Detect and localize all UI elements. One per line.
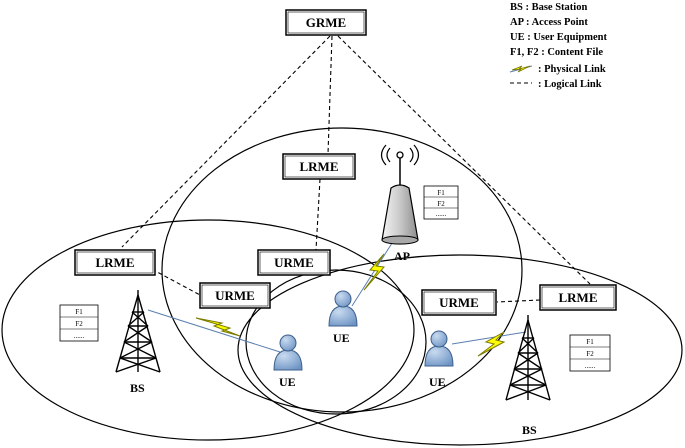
- lrme-top-label: LRME: [300, 159, 339, 174]
- urme-right-box: URME: [421, 289, 497, 316]
- legend-bs: BS : Base Station: [510, 2, 587, 13]
- lrme-top-box: LRME: [282, 153, 356, 180]
- bs-right-coverage: [237, 254, 683, 446]
- ue-right-label: UE: [429, 375, 446, 389]
- ap-label: AP: [394, 249, 410, 263]
- urme-left-label: URME: [215, 288, 255, 303]
- bs-right-cache-f1: F1: [586, 338, 594, 346]
- bs-left-cache-table: F1 F2 ......: [59, 304, 99, 342]
- lrme-left-box: LRME: [74, 249, 156, 276]
- urme-right-label: URME: [439, 295, 479, 310]
- ue-cluster-coverage: [245, 269, 427, 415]
- lrme-right-box: LRME: [539, 284, 617, 311]
- bs-right-cache-f2: F2: [586, 350, 594, 358]
- bs-left-cache-more: ......: [74, 332, 85, 340]
- lightning-ap-ue: [363, 253, 385, 291]
- user-equipment-right-icon: [424, 330, 454, 367]
- legend-logical: : Logical Link: [538, 79, 602, 90]
- ue-mid-label: UE: [333, 331, 350, 345]
- user-equipment-left-icon: [273, 334, 303, 371]
- legend-ap: AP : Access Point: [510, 17, 588, 28]
- bs-left-label: BS: [130, 381, 145, 395]
- legend-physical-link-icon: [509, 65, 533, 73]
- ap-cache-f1: F1: [437, 189, 445, 197]
- lrme-left-label: LRME: [96, 255, 135, 270]
- bs-right-cache-table: F1 F2 ......: [569, 334, 611, 372]
- lightning-bs-left-ue: [195, 317, 241, 337]
- physical-links: [147, 239, 527, 357]
- ap-cache-f2: F2: [437, 200, 445, 208]
- urme-left-box: URME: [199, 282, 271, 309]
- access-point-icon: [380, 144, 420, 245]
- bs-left-cache-f1: F1: [75, 308, 83, 316]
- lightning-bs-right-ue: [477, 331, 506, 357]
- legend-ue: UE : User Equipment: [510, 32, 607, 43]
- user-equipment-mid-icon: [328, 290, 358, 327]
- legend: BS : Base Station AP : Access Point UE :…: [509, 2, 607, 90]
- legend-physical: : Physical Link: [538, 64, 606, 75]
- bs-right-cache-more: ......: [585, 362, 596, 370]
- grme-box: GRME: [285, 9, 367, 36]
- bs-right-label: BS: [522, 423, 537, 437]
- base-station-left-icon: [115, 290, 161, 373]
- legend-files: F1, F2 : Content File: [510, 47, 603, 58]
- bs-left-cache-f2: F2: [75, 320, 83, 328]
- ue-left-label: UE: [279, 375, 296, 389]
- grme-label: GRME: [306, 15, 346, 30]
- ap-cache-more: ......: [436, 210, 447, 218]
- urme-mid-label: URME: [274, 255, 314, 270]
- logical-links: [121, 35, 591, 303]
- ap-cache-table: F1 F2 ......: [423, 185, 459, 220]
- ap-coverage: [161, 127, 523, 413]
- bs-left-coverage: [1, 219, 415, 441]
- lrme-right-label: LRME: [559, 290, 598, 305]
- urme-mid-box: URME: [257, 249, 331, 276]
- base-station-right-icon: [505, 315, 551, 401]
